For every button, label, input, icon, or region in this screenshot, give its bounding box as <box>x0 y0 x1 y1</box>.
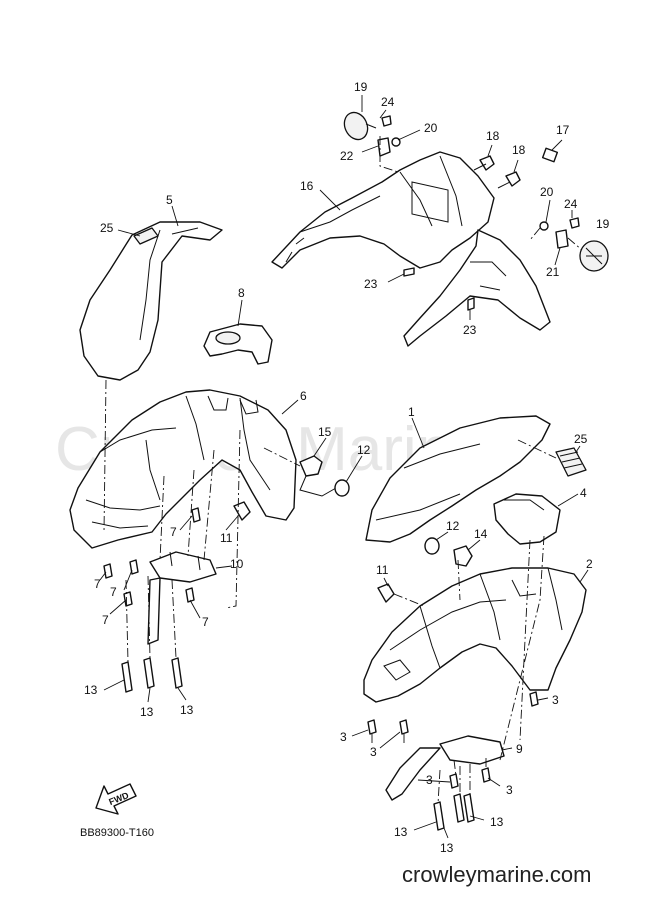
callout-7: 7 <box>94 577 101 591</box>
callout-25: 25 <box>100 221 114 235</box>
part-10-bracket <box>147 551 217 645</box>
part-12-grommet-right <box>424 537 440 555</box>
part-24-screw-left <box>381 115 392 127</box>
part-9-bracket <box>385 735 505 801</box>
part-8-upper-cover <box>203 323 273 365</box>
callout-7: 7 <box>110 585 117 599</box>
part-15-harness-clamp <box>299 455 337 497</box>
callout-3: 3 <box>426 773 433 787</box>
part-11-bolt-right <box>377 583 395 603</box>
part-25-emblem-left <box>133 227 159 245</box>
callout-23: 23 <box>463 323 477 337</box>
part-1-top-cover <box>365 415 551 543</box>
part-17-clip <box>541 147 559 163</box>
callout-20: 20 <box>540 185 554 199</box>
part-18-bolt-a <box>473 155 495 171</box>
part-23-clip-b <box>467 297 475 311</box>
part-24-screw-right <box>569 217 580 229</box>
callout-12: 12 <box>357 443 371 457</box>
part-16-rear-fender-extension <box>403 229 551 347</box>
fwd-arrow-icon: FWD <box>95 783 137 815</box>
callout-labels: 19 24 20 22 18 18 17 16 20 24 19 21 23 2… <box>84 80 610 855</box>
callout-13: 13 <box>180 703 194 717</box>
site-url: crowleymarine.com <box>402 862 592 887</box>
callout-6: 6 <box>300 389 307 403</box>
callout-13: 13 <box>140 705 154 719</box>
part-25-emblem-right <box>555 447 587 477</box>
callout-19: 19 <box>596 217 610 231</box>
callout-24: 24 <box>564 197 578 211</box>
callout-2: 2 <box>586 557 593 571</box>
callout-7: 7 <box>102 613 109 627</box>
part-21-bracket-right <box>555 229 569 249</box>
part-23-clip-a <box>403 267 415 277</box>
callout-13: 13 <box>490 815 504 829</box>
part-12-grommet-left <box>334 479 350 497</box>
callout-25: 25 <box>574 432 588 446</box>
callout-19: 19 <box>354 80 368 94</box>
part-4-cover <box>493 493 561 545</box>
callout-4: 4 <box>580 486 587 500</box>
callout-8: 8 <box>238 286 245 300</box>
callout-3: 3 <box>340 730 347 744</box>
part-19-reflector-left <box>343 111 377 141</box>
part-18-bolt-b <box>497 171 521 189</box>
part-2-front-fender <box>363 567 587 703</box>
callout-9: 9 <box>516 742 523 756</box>
callout-15: 15 <box>318 425 332 439</box>
callout-3: 3 <box>370 745 377 759</box>
part-3-screws <box>367 691 539 789</box>
callout-22: 22 <box>340 149 354 163</box>
part-13-bolts-left <box>121 657 183 693</box>
callout-11: 11 <box>376 563 389 577</box>
left-leader-lines <box>99 205 363 703</box>
callout-17: 17 <box>556 123 570 137</box>
callout-1: 1 <box>408 405 415 419</box>
part-20-nut-right <box>539 221 549 231</box>
callout-5: 5 <box>166 193 173 207</box>
part-22-bracket-left <box>377 137 391 157</box>
callout-20: 20 <box>424 121 438 135</box>
part-5-front-cover <box>79 221 223 381</box>
right-leader-lines <box>351 417 589 839</box>
diagram-code: BB89300-T160 <box>80 827 154 839</box>
callout-3: 3 <box>552 693 559 707</box>
part-16-rear-cover <box>271 151 495 269</box>
callout-13: 13 <box>440 841 454 855</box>
callout-13: 13 <box>394 825 408 839</box>
callout-14: 14 <box>474 527 488 541</box>
callout-12: 12 <box>446 519 460 533</box>
part-19-reflector-right <box>579 240 609 272</box>
callout-7: 7 <box>170 525 177 539</box>
part-13-bolts-right <box>433 793 475 831</box>
callout-7: 7 <box>202 615 209 629</box>
callout-3: 3 <box>506 783 513 797</box>
callout-21: 21 <box>546 265 560 279</box>
callout-10: 10 <box>230 557 244 571</box>
callout-23: 23 <box>364 277 378 291</box>
callout-24: 24 <box>381 95 395 109</box>
callout-18: 18 <box>512 143 526 157</box>
callout-18: 18 <box>486 129 500 143</box>
top-leader-lines <box>319 95 583 320</box>
callout-16: 16 <box>300 179 314 193</box>
callout-13: 13 <box>84 683 98 697</box>
callout-11: 11 <box>220 531 233 545</box>
part-6-inner-fairing <box>69 389 297 549</box>
